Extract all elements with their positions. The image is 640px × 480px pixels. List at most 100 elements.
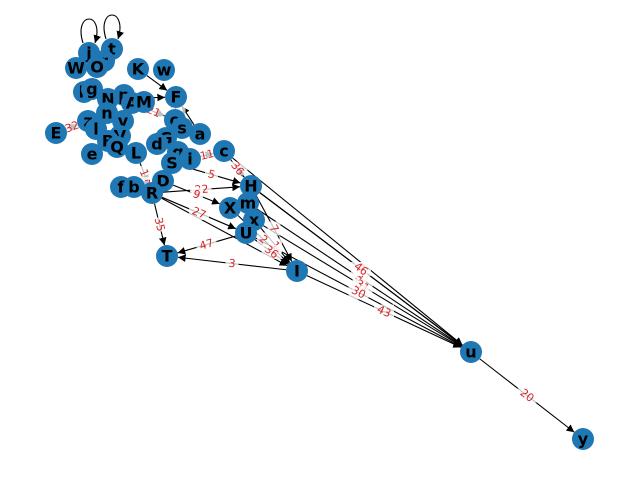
node-label: t — [108, 40, 116, 59]
edge-label-text: 27 — [190, 204, 208, 221]
node-circle — [189, 123, 211, 145]
node-circle — [213, 140, 235, 162]
edge-label-background — [225, 256, 239, 271]
edge-j-j — [80, 18, 101, 44]
node-label: F — [171, 88, 182, 107]
edge-label: 5 — [205, 167, 218, 182]
node-label: K — [132, 60, 145, 79]
edge-label-text: 43 — [375, 303, 393, 321]
node-label: e — [87, 145, 98, 164]
node-circle — [286, 260, 308, 282]
node-a[interactable]: a — [189, 123, 211, 145]
node-circle — [572, 428, 594, 450]
node-W[interactable]: W — [65, 57, 87, 79]
node-label: L — [131, 144, 141, 163]
node-label: v — [118, 112, 129, 131]
node-circle — [179, 148, 201, 170]
edge-label-text: 47 — [198, 236, 215, 252]
edge-label-background — [227, 161, 248, 176]
node-label: f — [118, 178, 126, 197]
node-i[interactable]: i — [179, 148, 201, 170]
node-label: j — [85, 44, 91, 63]
node-b[interactable]: b — [123, 176, 145, 198]
node-label: s — [177, 119, 187, 138]
node-circle — [141, 182, 163, 204]
edge-label: 35 — [149, 216, 170, 233]
node-label: d — [151, 135, 162, 154]
node-circle — [146, 133, 168, 155]
edge-label-background — [267, 221, 281, 236]
node-label: I — [294, 262, 300, 281]
node-g[interactable]: g — [81, 78, 103, 100]
node-circle — [86, 56, 108, 78]
node-s[interactable]: s — [171, 117, 193, 139]
node-e[interactable]: e — [81, 143, 103, 165]
node-label: y — [578, 430, 589, 449]
node-label: c — [219, 142, 228, 161]
node-label: i — [187, 150, 192, 169]
node-O[interactable]: O — [86, 56, 108, 78]
edge-label-text: 35 — [152, 216, 168, 233]
edge-label: 47 — [196, 236, 217, 253]
edge-label: 32 — [62, 118, 82, 136]
node-label: H — [244, 177, 257, 196]
node-label: U — [240, 224, 253, 243]
edge-label-text: 9 — [191, 187, 202, 202]
edge-label-background — [517, 388, 537, 403]
node-S[interactable]: S — [161, 152, 183, 174]
node-circle — [125, 142, 147, 164]
node-w[interactable]: w — [153, 59, 175, 81]
edge-label-background — [189, 206, 209, 220]
node-circle — [219, 197, 241, 219]
node-I[interactable]: I — [286, 260, 308, 282]
edge-label-text: 11 — [199, 147, 216, 163]
node-E[interactable]: E — [45, 122, 67, 144]
node-label: E — [51, 124, 62, 143]
node-label: Q — [110, 138, 124, 157]
node-circle — [45, 122, 67, 144]
edge-label-background — [374, 304, 394, 319]
node-m[interactable]: m — [237, 192, 259, 214]
node-circle — [161, 152, 183, 174]
node-K[interactable]: K — [127, 58, 149, 80]
node-H[interactable]: H — [240, 175, 262, 197]
node-label: m — [240, 194, 257, 213]
node-circle — [460, 341, 482, 363]
node-c[interactable]: c — [213, 140, 235, 162]
edge-K-F — [146, 75, 168, 91]
edge-label-background — [137, 166, 151, 180]
node-X[interactable]: X — [219, 197, 241, 219]
edge-label: 36 — [261, 243, 282, 261]
node-circle — [171, 117, 193, 139]
node-M[interactable]: M — [133, 91, 155, 113]
edge-label: 1 — [137, 166, 151, 180]
node-label: X — [224, 199, 237, 218]
node-u[interactable]: u — [460, 341, 482, 363]
node-circle — [81, 78, 103, 100]
node-circle — [165, 86, 187, 108]
edge-t-t — [103, 14, 124, 40]
node-F[interactable]: F — [165, 86, 187, 108]
node-label: a — [195, 125, 206, 144]
node-L[interactable]: L — [125, 142, 147, 164]
node-U[interactable]: U — [235, 222, 257, 244]
edge-label: 9 — [190, 187, 203, 202]
node-label: g — [172, 143, 183, 162]
edge-label: 27 — [189, 204, 209, 222]
node-label: p — [118, 86, 129, 105]
node-circle — [81, 143, 103, 165]
node-y[interactable]: y — [572, 428, 594, 450]
node-circle — [153, 59, 175, 81]
edge-label: 2 — [256, 232, 270, 246]
node-T[interactable]: T — [156, 245, 178, 267]
node-d[interactable]: d — [146, 133, 168, 155]
edge-label-background — [348, 285, 369, 300]
node-circle — [156, 245, 178, 267]
edge-label-background — [205, 167, 218, 182]
node-circle — [240, 175, 262, 197]
edge-label: 3 — [225, 256, 239, 271]
node-R[interactable]: R — [141, 182, 163, 204]
edge-label-text: 3 — [228, 257, 236, 271]
edge-label-background — [351, 262, 371, 276]
node-Q[interactable]: Q — [106, 136, 128, 158]
